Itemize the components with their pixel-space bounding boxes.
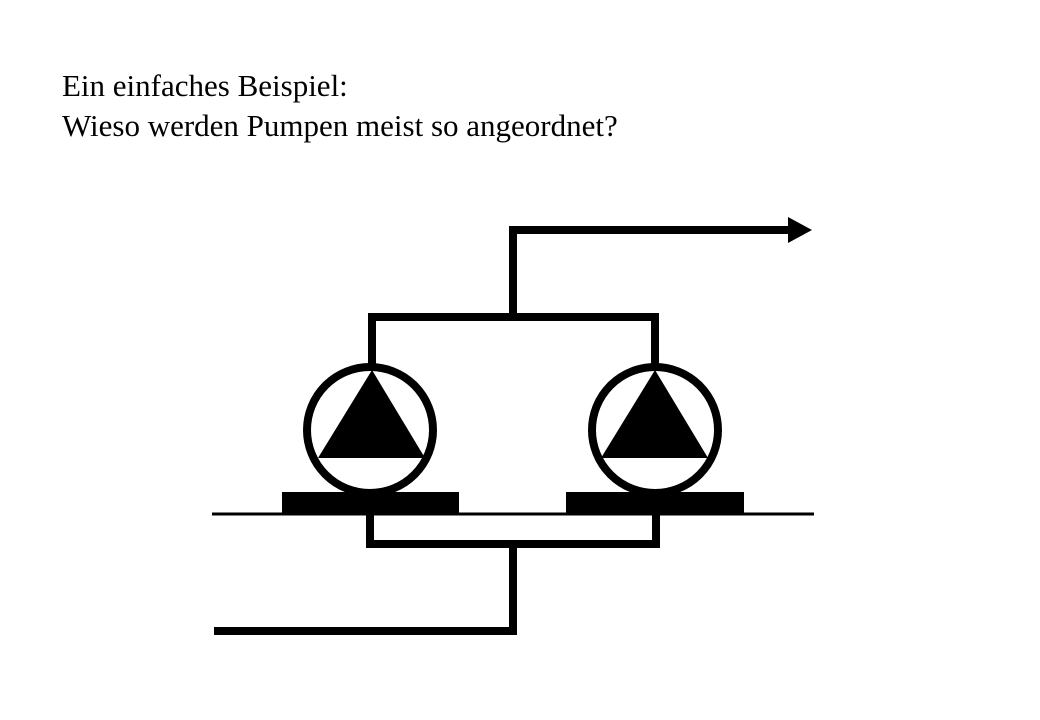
pump-left-base [282,492,459,514]
arrow-right-icon [788,217,812,243]
pump-symbol-icon [588,363,722,497]
inlet-pipe [214,544,517,635]
pump-left-triangle [318,370,425,458]
discharge-header [368,313,659,370]
title-line-2: Wieso werden Pumpen meist so angeordnet? [62,108,618,143]
title-line-1: Ein einfaches Beispiel: [62,68,348,103]
outlet-pipe-line [509,226,792,316]
slide-title: Ein einfaches Beispiel: Wieso werden Pum… [62,66,618,146]
suction-manifold [366,514,660,548]
pump-symbol-icon [303,363,437,497]
pump-right-triangle [601,370,708,458]
pump-right-base [566,492,744,514]
outlet-pipe [509,217,812,316]
